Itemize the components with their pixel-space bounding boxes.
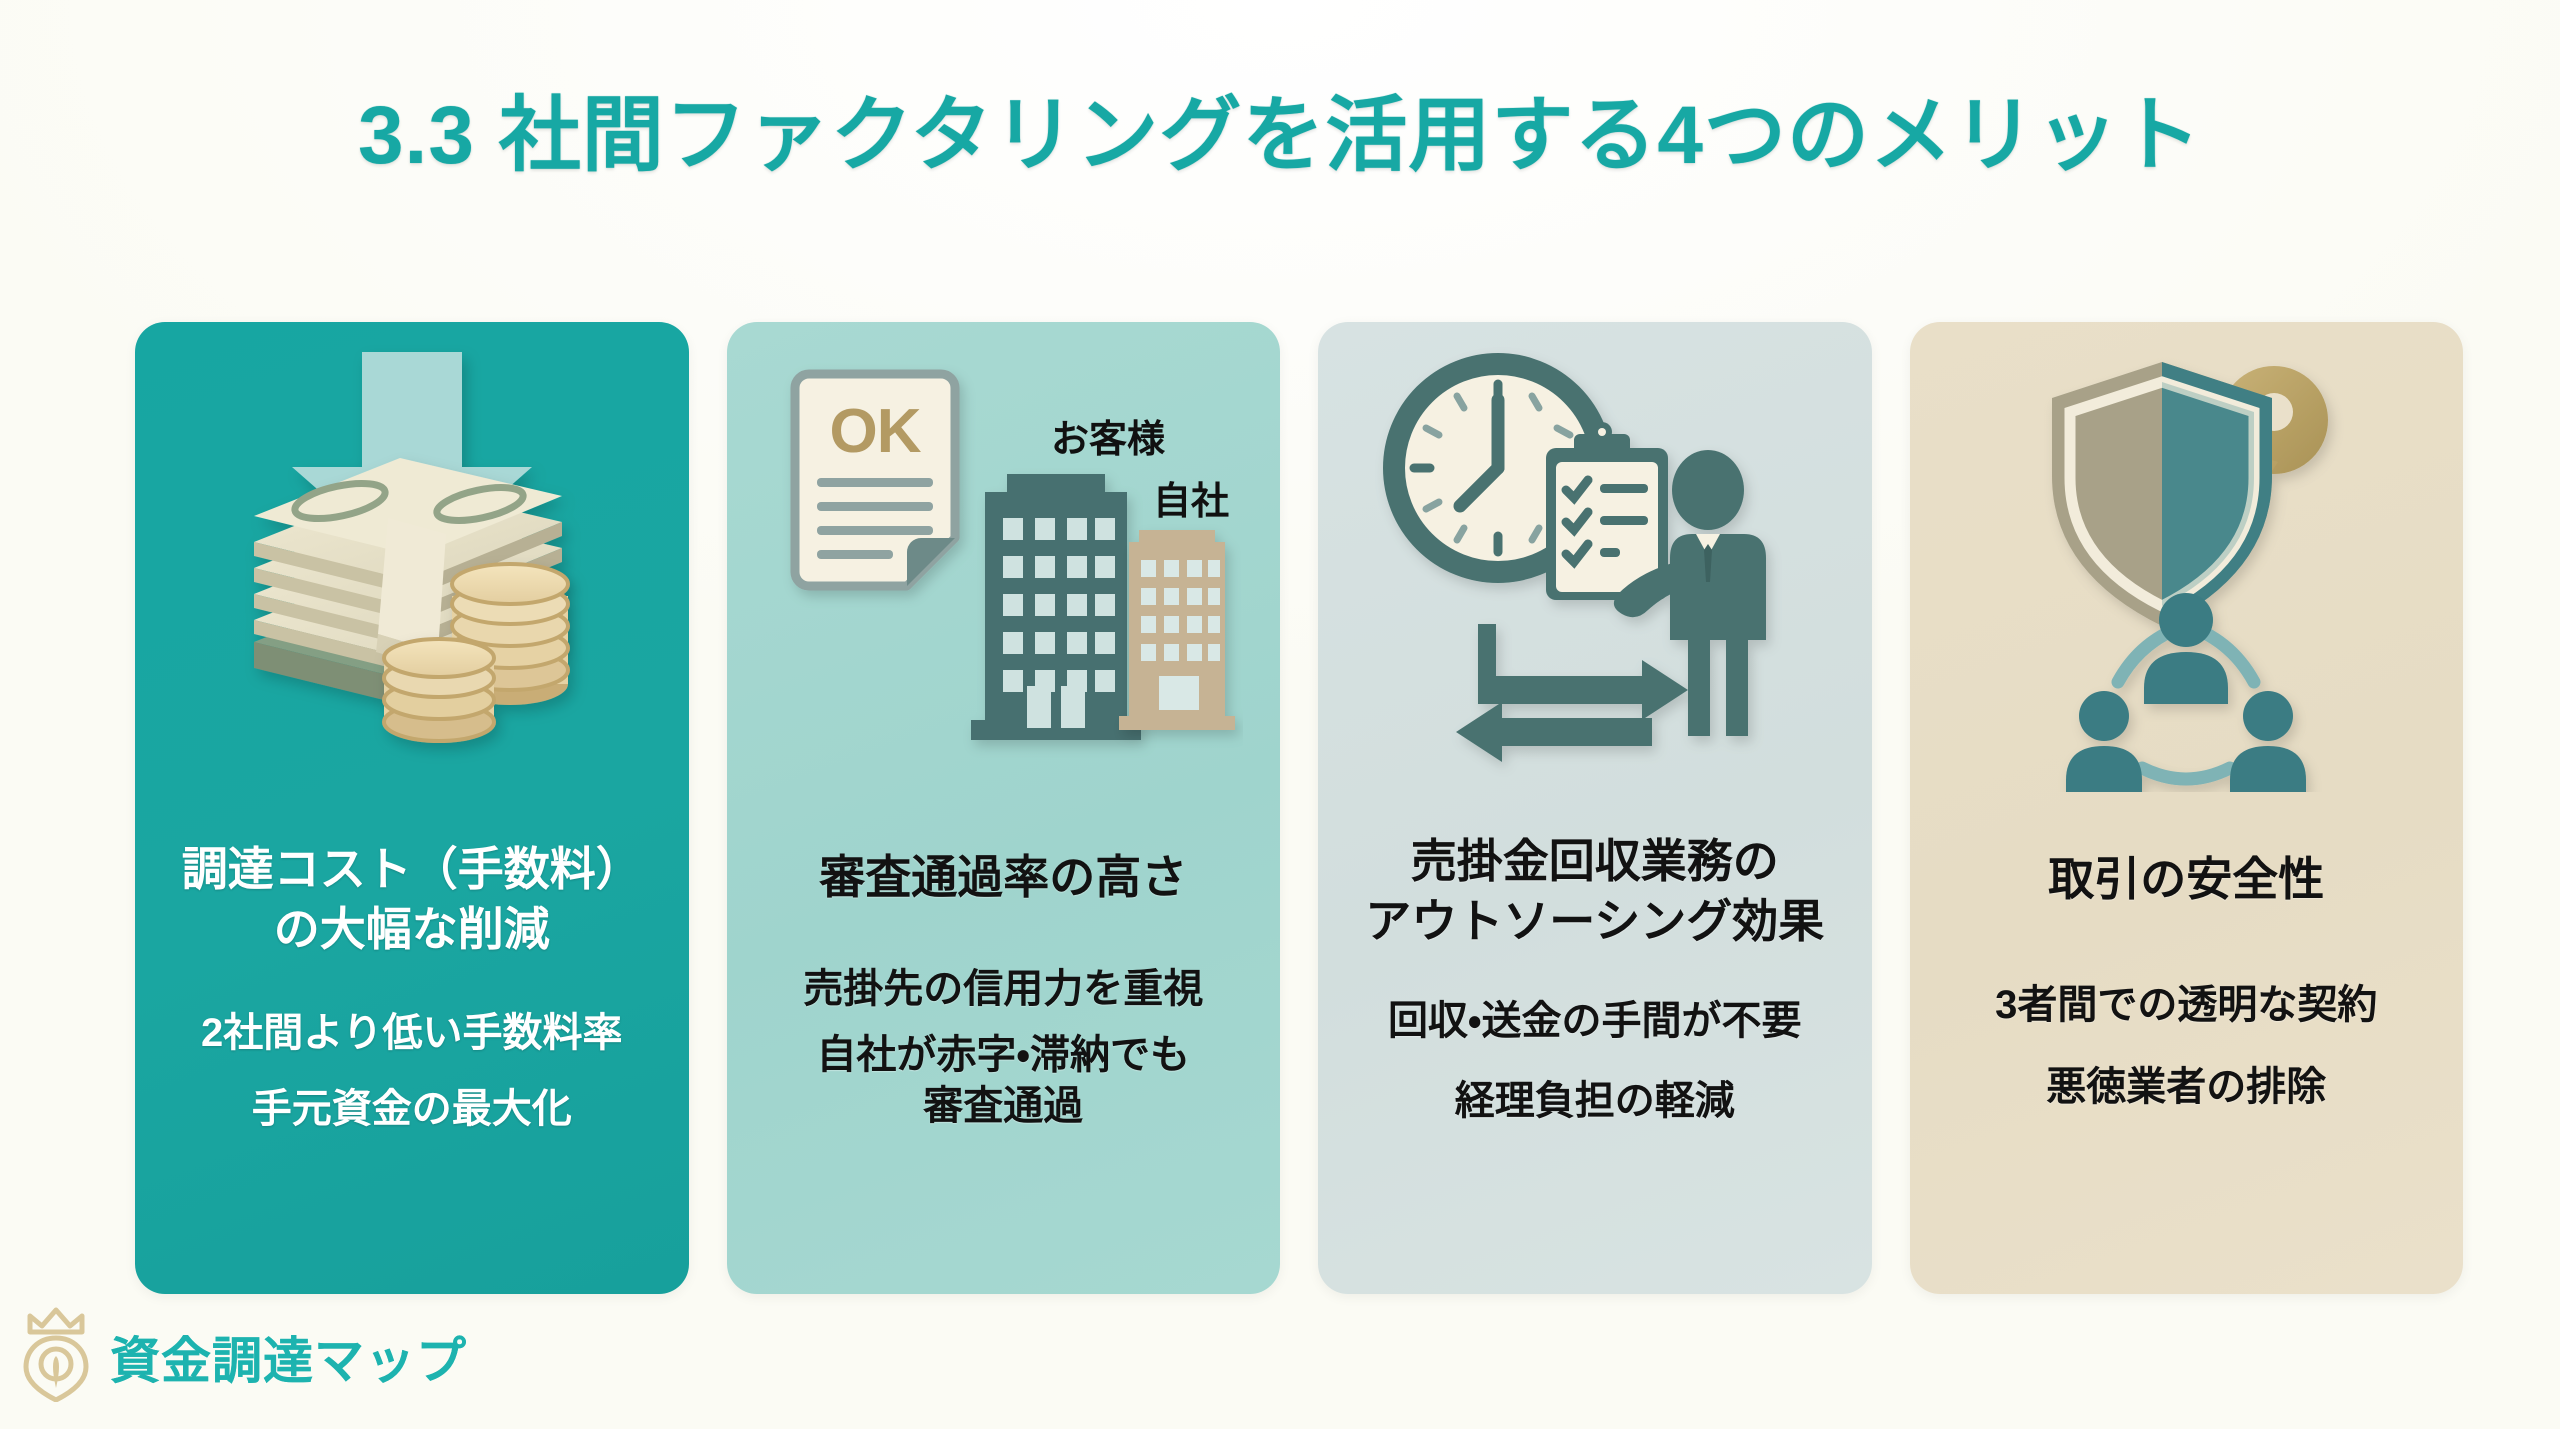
card-bullet-list: 2社間より低い手数料率 手元資金の最大化 xyxy=(135,1008,689,1135)
card-bullet: 手元資金の最大化 xyxy=(251,1086,572,1131)
crown-map-pin-icon xyxy=(18,1306,94,1407)
card-bullet: 売掛先の信用力を重視 xyxy=(803,966,1204,1011)
card-bullet-list: 売掛先の信用力を重視 自社が赤字・滞納でも 審査通過 xyxy=(727,964,1281,1131)
icon-label-customer: お客様 xyxy=(1051,419,1166,461)
benefit-card-screening-pass-rate: OK お客様 xyxy=(726,322,1281,1294)
card-bullet: 3者間での透明な契約 xyxy=(1995,982,2378,1027)
card-bullet: 経理負担の軽減 xyxy=(1454,1078,1735,1123)
shield-key-three-people-icon xyxy=(1910,322,2464,822)
card-title: 取引の安全性 xyxy=(2048,853,2325,905)
site-logo-text: 資金調達マップ xyxy=(110,1321,467,1393)
benefits-card-grid: 調達コスト（手数料） の大幅な削減 2社間より低い手数料率 手元資金の最大化 O… xyxy=(135,322,2463,1294)
ok-document-buildings-icon: OK お客様 xyxy=(727,322,1281,822)
money-stack-down-arrow-icon xyxy=(135,322,689,822)
site-logo[interactable]: 資金調達マップ xyxy=(18,1306,467,1407)
clock-checklist-businessman-icon xyxy=(1318,322,1872,822)
card-bullet: 悪徳業者の排除 xyxy=(2046,1065,2327,1110)
card-bullet: 2社間より低い手数料率 xyxy=(201,1010,623,1055)
card-title: 審査通過率の高さ xyxy=(819,851,1188,903)
icon-label-own-company: 自社 xyxy=(1153,481,1229,523)
card-title: 調達コスト（手数料） の大幅な削減 xyxy=(181,843,642,955)
card-bullet: 自社が赤字・滞納でも 審査通過 xyxy=(816,1033,1191,1128)
card-bullet-list: 回収・送金の手間が不要 経理負担の軽減 xyxy=(1318,996,1872,1127)
page-title: 3.3 社間ファクタリングを活用する4つのメリット xyxy=(357,90,2203,181)
card-bullet: 回収・送金の手間が不要 xyxy=(1387,998,1802,1043)
benefit-card-transaction-safety: 取引の安全性 3者間での透明な契約 悪徳業者の排除 xyxy=(1909,322,2464,1294)
card-bullet-list: 3者間での透明な契約 悪徳業者の排除 xyxy=(1910,980,2464,1113)
benefit-card-cost-reduction: 調達コスト（手数料） の大幅な削減 2社間より低い手数料率 手元資金の最大化 xyxy=(135,322,689,1294)
card-title: 売掛金回収業務の アウトソーシング効果 xyxy=(1365,835,1825,947)
svg-text:OK: OK xyxy=(830,397,922,466)
benefit-card-outsourcing-effect: 売掛金回収業務の アウトソーシング効果 回収・送金の手間が不要 経理負担の軽減 xyxy=(1318,322,1872,1294)
